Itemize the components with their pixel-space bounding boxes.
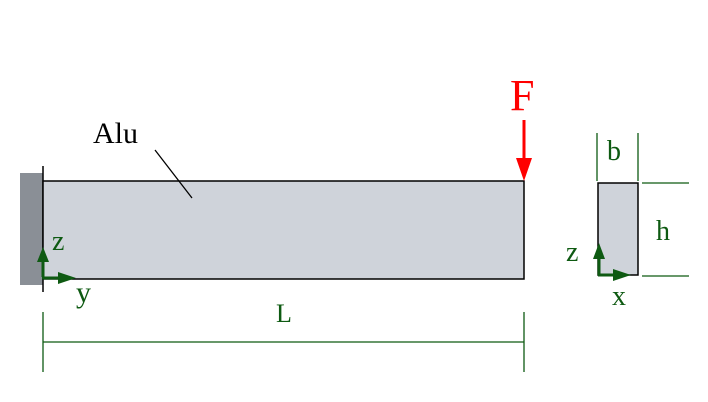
beam <box>42 180 525 280</box>
force-arrow-head-icon <box>516 158 532 181</box>
y-axis-arrow-head-icon <box>58 272 76 284</box>
cross-section <box>597 182 639 276</box>
z-axis-arrow-head-icon <box>37 247 49 262</box>
material-leader-line <box>154 149 193 199</box>
section-z-axis-label: z <box>566 237 578 268</box>
section-x-axis-arrow-head-icon <box>613 269 631 281</box>
section-z-axis-arrow-head-icon <box>593 243 605 259</box>
force-label: F <box>510 71 534 120</box>
fixed-support-wall <box>20 173 43 285</box>
width-label: b <box>607 136 621 167</box>
height-label: h <box>656 216 670 247</box>
material-label: Alu <box>93 117 138 150</box>
z-axis-label: z <box>52 226 64 257</box>
section-x-axis-label: x <box>612 281 626 312</box>
y-axis-label: y <box>76 276 91 309</box>
length-label: L <box>276 299 292 328</box>
